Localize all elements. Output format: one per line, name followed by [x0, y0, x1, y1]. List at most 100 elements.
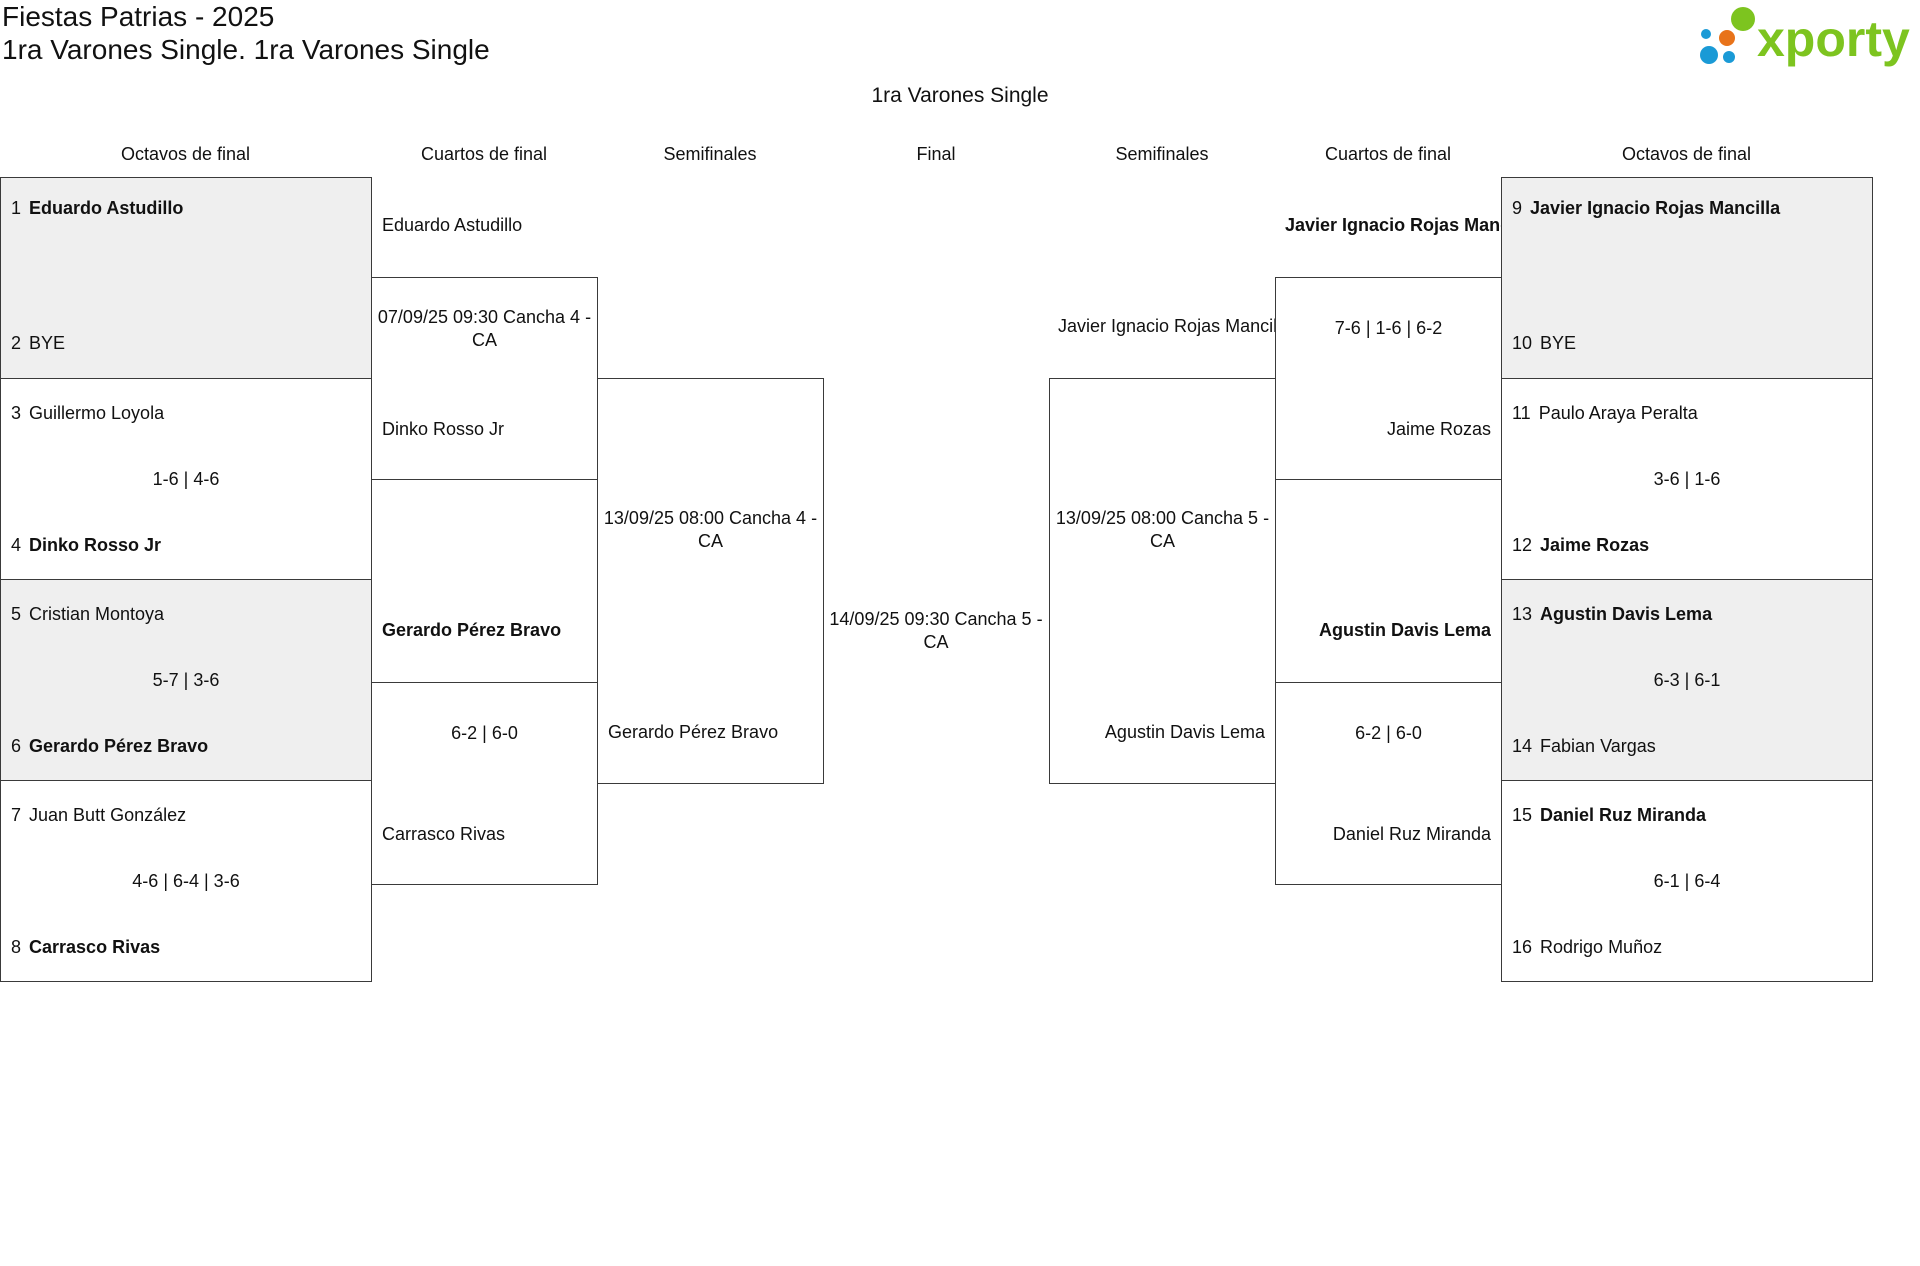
col-header-final: Final: [916, 144, 956, 164]
r16-match-4[interactable]: 7 Juan Butt González 4-6 | 6-4 | 3-6 8 Car…: [0, 780, 372, 982]
r16-player-15: 15 Daniel Ruz Miranda: [1512, 805, 1866, 826]
logo-dot-orange: [1719, 30, 1735, 46]
sf-match-right[interactable]: 13/09/25 08:00 Cancha 5 - CA Agustin Dav…: [1049, 378, 1276, 784]
r16-match-6[interactable]: 11 Paulo Araya Peralta 3-6 | 1-6 12 Jaime …: [1501, 378, 1873, 580]
logo-dot-small-blue-2: [1723, 51, 1735, 63]
player-name: Fabian Vargas: [1540, 736, 1656, 756]
seed-number: 14: [1512, 736, 1533, 756]
qf-right-2-bottom-player: Daniel Ruz Miranda: [1332, 824, 1491, 844]
match-score: 6-3 | 6-1: [1653, 670, 1721, 690]
r16-match-5[interactable]: 9 Javier Ignacio Rojas Mancilla 10 BYE: [1501, 177, 1873, 379]
logo-text: xporty: [1757, 11, 1910, 67]
seed-number: 10: [1512, 333, 1533, 353]
player-name: Gerardo Pérez Bravo: [29, 736, 209, 756]
match-schedule: 13/09/25 08:00 Cancha 4 - CA: [603, 508, 818, 551]
logo-dot-small-blue: [1701, 29, 1711, 39]
r16-player-9: 9 Javier Ignacio Rojas Mancilla: [1512, 198, 1866, 219]
player-name: Juan Butt González: [29, 805, 187, 825]
match-score: 6-1 | 6-4: [1653, 871, 1721, 891]
seed-number: 7: [11, 805, 22, 825]
r16-player-3: 3 Guillermo Loyola: [11, 403, 365, 424]
seed-number: 11: [1512, 403, 1531, 423]
seed-number: 13: [1512, 604, 1533, 624]
seed-number: 16: [1512, 937, 1533, 957]
xporty-logo[interactable]: xporty: [1695, 4, 1920, 68]
seed-number: 8: [11, 937, 22, 957]
r16-match-2[interactable]: 3 Guillermo Loyola 1-6 | 4-6 4 Dinko Rosso…: [0, 378, 372, 580]
seed-number: 4: [11, 535, 22, 555]
sf-match-left[interactable]: 13/09/25 08:00 Cancha 4 - CA Gerardo Pér…: [597, 378, 824, 784]
player-name: Jaime Rozas: [1540, 535, 1650, 555]
r16-player-12: 12 Jaime Rozas: [1512, 535, 1866, 556]
qf-right-2-top-player: Agustin Davis Lema: [1318, 620, 1491, 640]
player-name: Eduardo Astudillo: [29, 198, 184, 218]
r16-match-3[interactable]: 5 Cristian Montoya 5-7 | 3-6 6 Gerardo Pér…: [0, 579, 372, 781]
match-schedule: 13/09/25 08:00 Cancha 5 - CA: [1055, 508, 1270, 551]
r16-player-4: 4 Dinko Rosso Jr: [11, 535, 365, 556]
xporty-logo-mark: xporty: [1700, 7, 1910, 67]
r16-player-11: 11 Paulo Araya Peralta: [1512, 403, 1866, 424]
r16-player-5: 5 Cristian Montoya: [11, 604, 365, 625]
sf-right-bottom-player: Agustin Davis Lema: [1104, 722, 1265, 742]
final-schedule: 14/09/25 09:30 Cancha 5 - CA: [829, 609, 1043, 652]
seed-number: 15: [1512, 805, 1533, 825]
player-name: Dinko Rosso Jr: [29, 535, 162, 555]
seed-number: 9: [1512, 198, 1523, 218]
match-score: 6-2 | 6-0: [1355, 723, 1422, 743]
match-score: 4-6 | 6-4 | 3-6: [132, 871, 240, 891]
tournament-title: Fiestas Patrias - 2025: [2, 1, 275, 32]
match-score: 7-6 | 1-6 | 6-2: [1334, 318, 1443, 338]
player-name: Daniel Ruz Miranda: [1540, 805, 1707, 825]
col-header-left-r16: Octavos de final: [120, 144, 251, 164]
match-schedule: 07/09/25 09:30 Cancha 4 - CA: [377, 307, 592, 350]
qf-right-1-bottom-player: Jaime Rozas: [1386, 419, 1491, 439]
player-name: Cristian Montoya: [29, 604, 165, 624]
logo-dot-green: [1731, 7, 1755, 31]
r16-match-1[interactable]: 1 Eduardo Astudillo 2 BYE: [0, 177, 372, 379]
player-name: Carrasco Rivas: [29, 937, 161, 957]
r16-player-10: 10 BYE: [1512, 333, 1866, 354]
r16-player-14: 14 Fabian Vargas: [1512, 736, 1866, 757]
seed-number: 3: [11, 403, 22, 423]
col-header-left-sf: Semifinales: [663, 144, 757, 164]
sf-right-top-player: Javier Ignacio Rojas Mancilla: [1058, 316, 1275, 336]
seed-number: 2: [11, 333, 22, 353]
qf-match-right-1[interactable]: 7-6 | 1-6 | 6-2 Jaime Rozas: [1275, 277, 1502, 480]
qf-left-1-top-player: Eduardo Astudillo: [382, 215, 523, 235]
r16-player-1: 1 Eduardo Astudillo: [11, 198, 365, 219]
player-name: Javier Ignacio Rojas Mancilla: [1530, 198, 1781, 218]
seed-number: 5: [11, 604, 22, 624]
col-header-right-r16: Octavos de final: [1621, 144, 1752, 164]
r16-player-2: 2 BYE: [11, 333, 365, 354]
seed-number: 12: [1512, 535, 1533, 555]
r16-player-6: 6 Gerardo Pérez Bravo: [11, 736, 365, 757]
qf-left-1-bottom-player: Dinko Rosso Jr: [382, 419, 505, 439]
match-score: 6-2 | 6-0: [451, 723, 518, 743]
qf-match-left-1[interactable]: 07/09/25 09:30 Cancha 4 - CA Dinko Rosso…: [371, 277, 598, 480]
seed-number: 6: [11, 736, 22, 756]
tournament-subtitle: 1ra Varones Single. 1ra Varones Single: [2, 34, 490, 65]
player-name: Paulo Araya Peralta: [1538, 403, 1698, 423]
player-name: BYE: [29, 333, 66, 353]
col-header-right-qf: Cuartos de final: [1324, 144, 1452, 164]
qf-left-2-bottom-player: Carrasco Rivas: [382, 824, 506, 844]
qf-left-2-top-player: Gerardo Pérez Bravo: [382, 620, 562, 640]
qf-right-1-top-player: Javier Ignacio Rojas Mancilla: [1285, 215, 1501, 235]
player-name: Guillermo Loyola: [29, 403, 165, 423]
match-score: 5-7 | 3-6: [152, 670, 220, 690]
sf-left-bottom-player: Gerardo Pérez Bravo: [608, 722, 779, 742]
r16-player-7: 7 Juan Butt González: [11, 805, 365, 826]
match-score: 1-6 | 4-6: [152, 469, 220, 489]
qf-match-right-2[interactable]: 6-2 | 6-0 Daniel Ruz Miranda: [1275, 682, 1502, 885]
match-score: 3-6 | 1-6: [1653, 469, 1721, 489]
seed-number: 1: [11, 198, 22, 218]
col-header-left-qf: Cuartos de final: [420, 144, 548, 164]
category-title: 1ra Varones Single: [871, 84, 1049, 107]
logo-dot-blue: [1700, 46, 1718, 64]
col-header-right-sf: Semifinales: [1115, 144, 1209, 164]
player-name: BYE: [1540, 333, 1577, 353]
qf-match-left-2[interactable]: 6-2 | 6-0 Carrasco Rivas: [371, 682, 598, 885]
